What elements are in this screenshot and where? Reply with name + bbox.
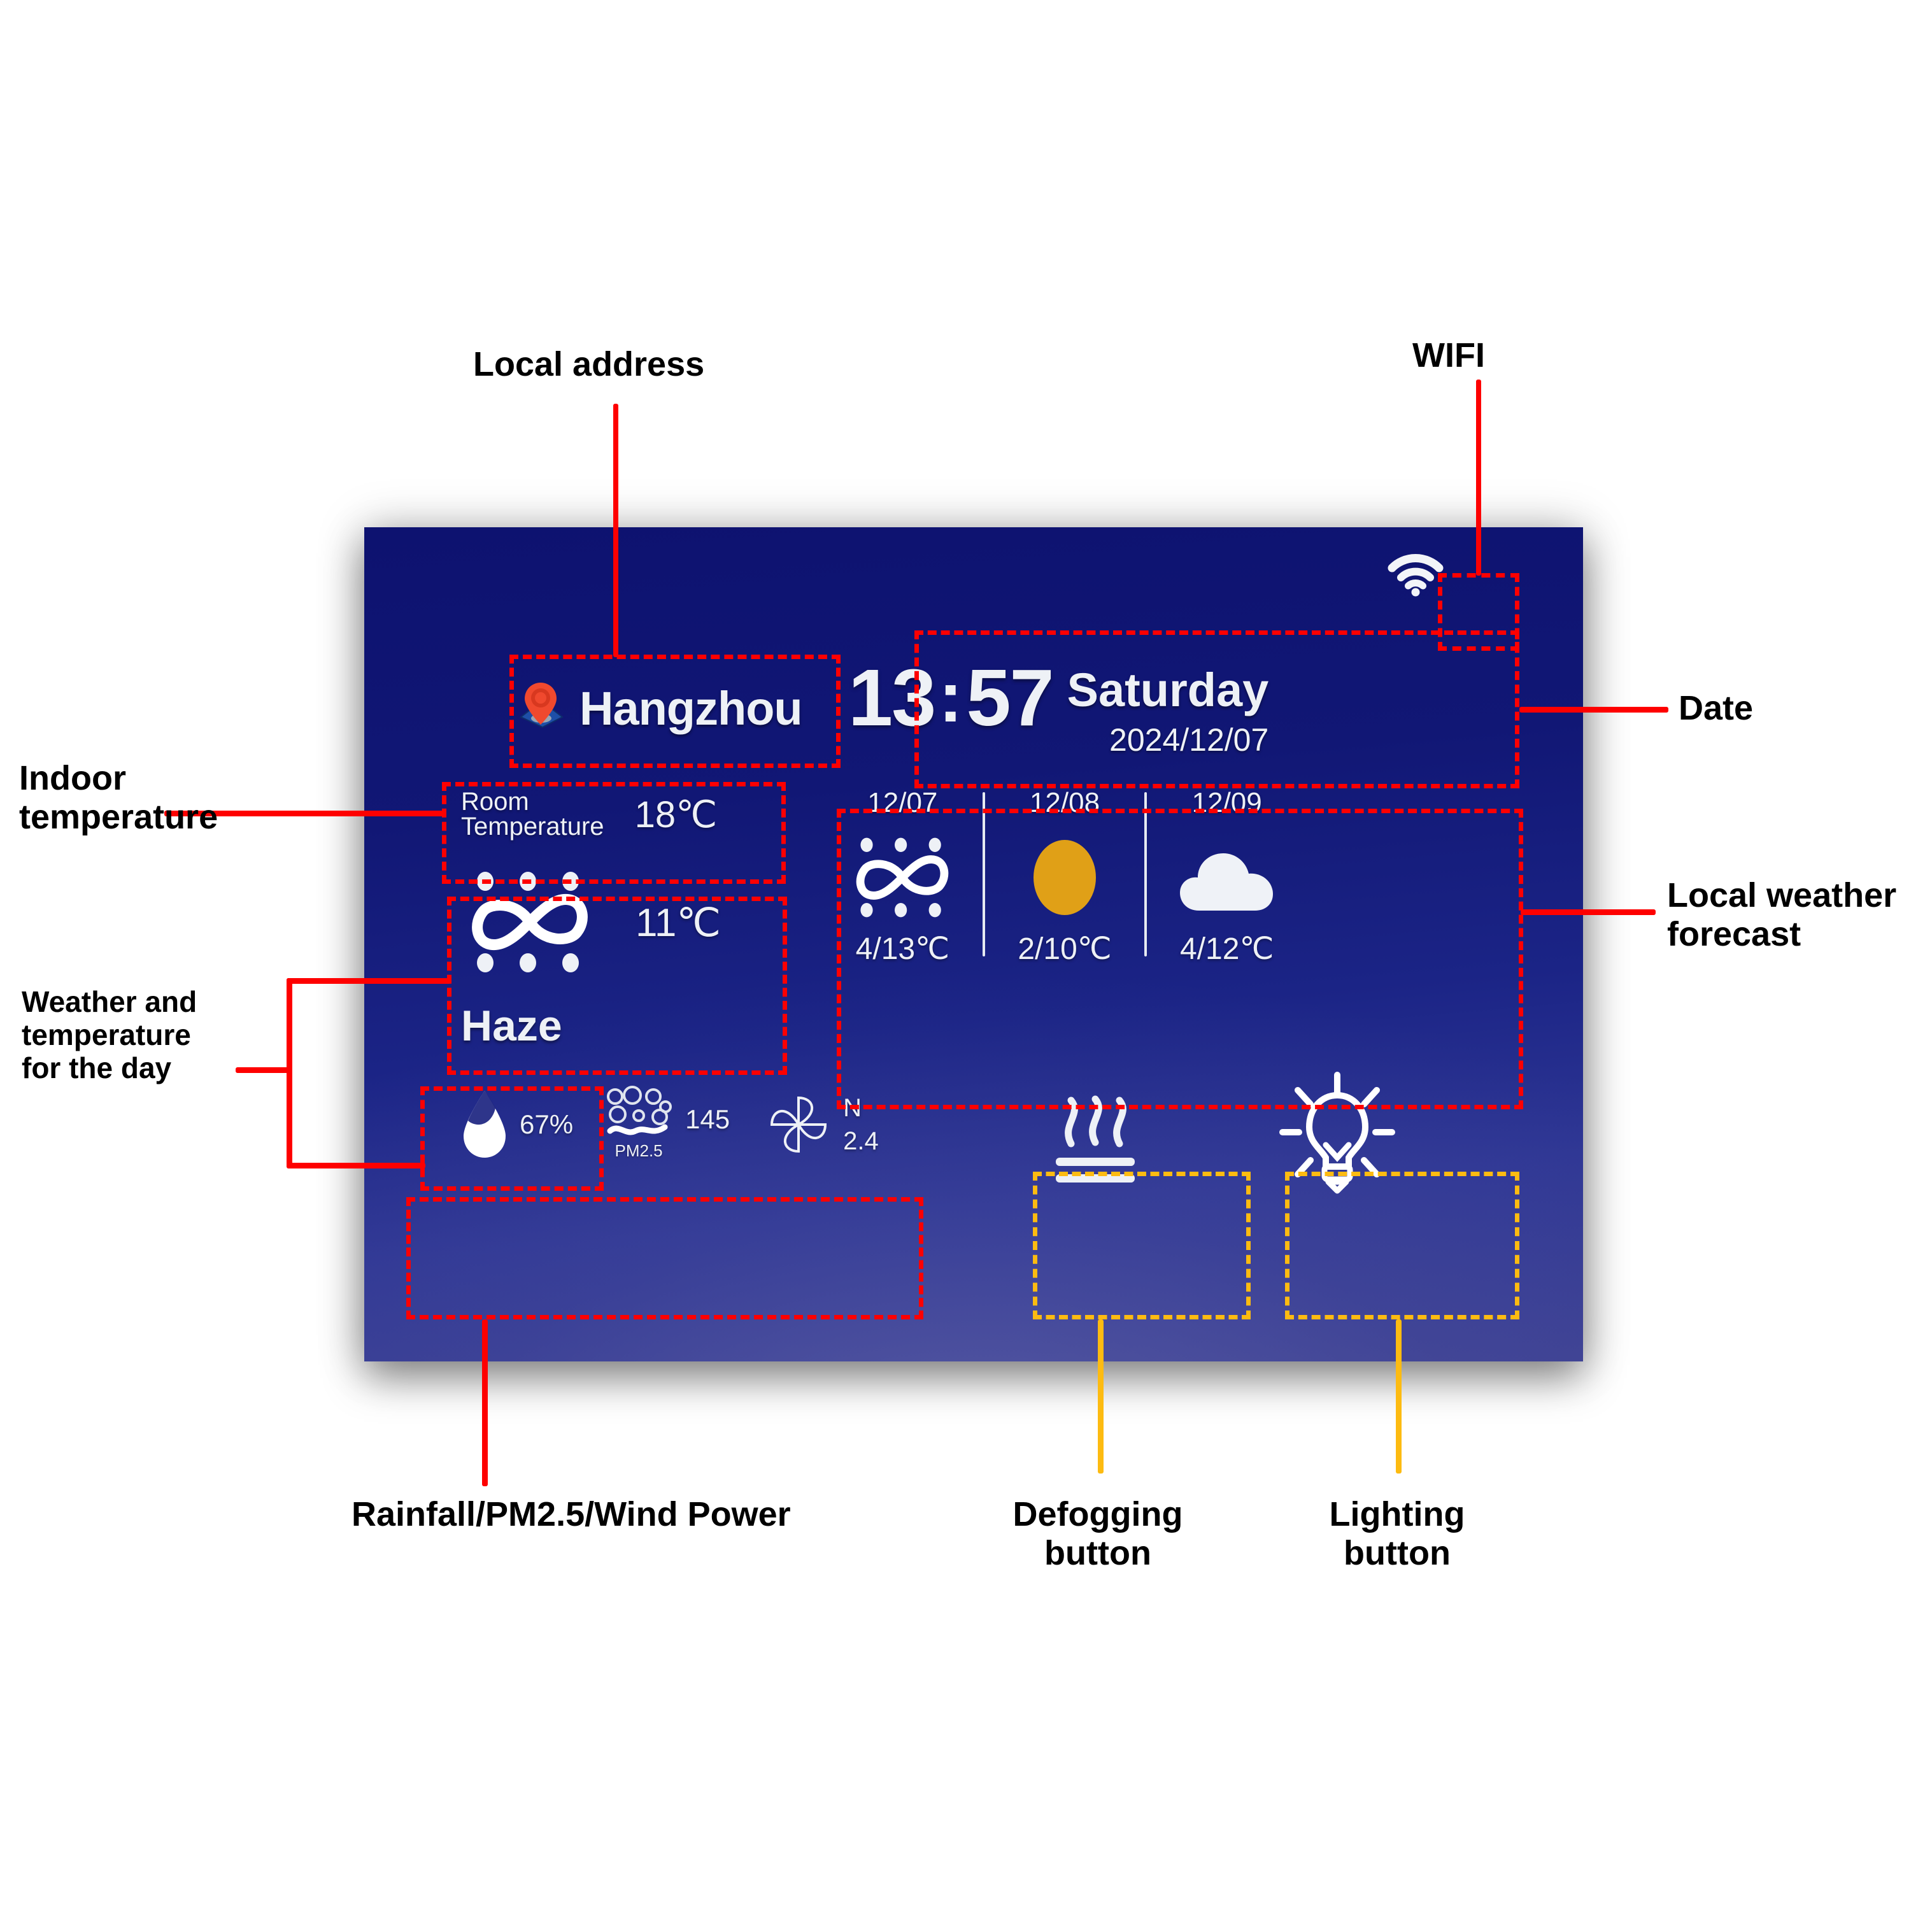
- annotation-box-forecast: [837, 809, 1523, 1109]
- annotation-label-rainfall-pm-wind: Rainfall/PM2.5/Wind Power: [352, 1495, 791, 1533]
- clock-block: 13 : 57 Saturday 2024/12/07: [848, 653, 1269, 758]
- annotation-label-indoor-temperature: Indoor temperature: [19, 759, 218, 837]
- water-drop-icon: [460, 1089, 509, 1160]
- annotation-box-condition: [420, 1086, 604, 1191]
- cloud-icon: [1176, 835, 1278, 920]
- date-label: 2024/12/07: [1109, 722, 1269, 758]
- annotation-box-indoor-temperature: [442, 782, 786, 884]
- callout-line-date: [1519, 707, 1668, 713]
- annotation-label-date: Date: [1679, 689, 1754, 727]
- annotation-label-weather-and-temperature: Weather and temperature for the day: [22, 985, 197, 1084]
- callout-line-forecast: [1521, 909, 1656, 915]
- weather-station-display: Hangzhou 13 : 57 Saturday 2024/12/07 Roo…: [364, 527, 1583, 1361]
- clock-separator: :: [939, 657, 963, 737]
- annotation-box-local-address: [509, 655, 841, 768]
- rainfall-value: 67%: [520, 1109, 574, 1139]
- annotation-label-defogging-button: Defogging button: [1012, 1495, 1183, 1573]
- haze-icon: [851, 835, 953, 920]
- wind-value: 2.4: [843, 1126, 879, 1155]
- room-temperature-label: Room Temperature: [461, 788, 604, 841]
- today-temperature: 11℃: [636, 900, 721, 945]
- callout-line-defogging: [1098, 1319, 1104, 1474]
- location-row: Hangzhou: [516, 680, 803, 736]
- callout-line-weather-bracket: [287, 978, 292, 1168]
- annotation-label-lighting-button: Lighting button: [1329, 1495, 1465, 1573]
- sun-icon: [1014, 835, 1116, 920]
- forecast-day: 12/07 4/13℃: [823, 787, 983, 967]
- room-temperature-row: Room Temperature 18℃: [461, 788, 718, 841]
- pm25-caption: PM2.5: [614, 1141, 663, 1160]
- city-name: Hangzhou: [579, 681, 803, 735]
- pm25-value: 145: [685, 1104, 730, 1134]
- annotation-box-lighting: [1285, 1172, 1519, 1319]
- callout-line-local-address: [613, 404, 618, 657]
- annotation-box-stats: [406, 1197, 923, 1319]
- annotation-box-today-weather: [447, 897, 787, 1075]
- forecast-temps: 4/12℃: [1180, 932, 1274, 966]
- annotation-box-wifi: [1438, 573, 1519, 651]
- forecast-temps: 4/13℃: [855, 932, 949, 966]
- annotation-box-defogging: [1033, 1172, 1251, 1319]
- callout-line-stats: [482, 1319, 488, 1486]
- weekday-label: Saturday: [1067, 664, 1269, 716]
- today-condition: Haze: [461, 1002, 562, 1050]
- pm25-icon: PM2.5: [604, 1086, 674, 1161]
- today-weather-row: 11℃: [466, 871, 721, 973]
- defogging-button[interactable]: [1052, 1094, 1139, 1188]
- callout-line-lighting: [1396, 1319, 1402, 1474]
- callout-line-weather-bottom: [287, 1163, 425, 1168]
- room-temperature-value: 18℃: [634, 794, 718, 836]
- location-pin-icon: [516, 680, 565, 736]
- pinwheel-icon: [765, 1091, 832, 1158]
- callout-line-indoor-temperature: [164, 811, 446, 816]
- clock-hours: 13: [848, 653, 936, 742]
- callout-line-weather-stem: [236, 1067, 292, 1073]
- forecast-divider: [982, 792, 985, 956]
- clock-minutes: 57: [966, 653, 1054, 742]
- forecast-divider: [1144, 792, 1147, 956]
- forecast-temps: 2/10℃: [1018, 932, 1112, 966]
- haze-icon: [466, 871, 593, 973]
- annotation-label-local-address: Local address: [473, 345, 705, 383]
- annotation-label-local-weather-forecast: Local weather forecast: [1667, 876, 1897, 954]
- annotation-box-date: [914, 630, 1519, 788]
- callout-line-weather-top: [287, 978, 451, 984]
- annotation-label-wifi: WIFI: [1412, 336, 1485, 374]
- callout-line-wifi: [1476, 380, 1481, 576]
- stats-row: 67% PM2.5 145: [460, 1086, 879, 1161]
- wifi-icon[interactable]: [1388, 554, 1444, 597]
